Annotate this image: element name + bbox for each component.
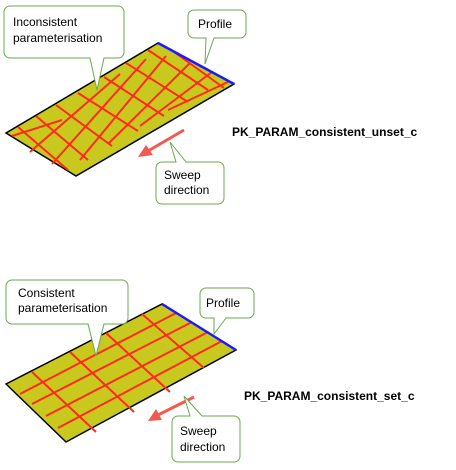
bottom-caption: PK_PARAM_consistent_set_c <box>244 389 415 403</box>
bottom-param-lines <box>19 312 223 433</box>
bottom-profile-edge <box>161 302 237 352</box>
bottom-callout-sweep-line1: Sweep <box>180 424 217 438</box>
top-diagram: Inconsistent parameterisation Profile Sw… <box>3 5 417 205</box>
bottom-callout-param-line1: Consistent <box>18 286 75 300</box>
bottom-diagram: Consistent parameterisation Profile Swee… <box>4 279 415 463</box>
bottom-callout-sweep-line2: direction <box>180 440 225 454</box>
top-profile-edge <box>157 41 235 86</box>
top-callout-sweep-line2: direction <box>164 183 209 197</box>
top-surface <box>4 42 236 177</box>
bottom-callout-param-line2: parameterisation <box>18 301 107 315</box>
top-callout-param-line1: Inconsistent <box>13 15 78 29</box>
top-caption: PK_PARAM_consistent_unset_c <box>232 125 417 139</box>
top-callout-profile: Profile <box>187 9 247 65</box>
top-callout-profile-label: Profile <box>198 17 232 31</box>
bottom-callout-profile-label: Profile <box>206 296 240 310</box>
top-callout-param-line2: parameterisation <box>13 31 102 45</box>
top-callout-param: Inconsistent parameterisation <box>3 5 125 91</box>
top-callout-sweep-line1: Sweep <box>164 168 201 182</box>
bottom-callout-profile: Profile <box>199 287 255 336</box>
top-callout-sweep: Sweep direction <box>155 141 225 205</box>
top-sweep-arrow <box>138 128 185 157</box>
bottom-callout-param: Consistent parameterisation <box>5 279 129 357</box>
bottom-callout-sweep: Sweep direction <box>171 395 241 463</box>
top-param-lines <box>11 48 229 171</box>
